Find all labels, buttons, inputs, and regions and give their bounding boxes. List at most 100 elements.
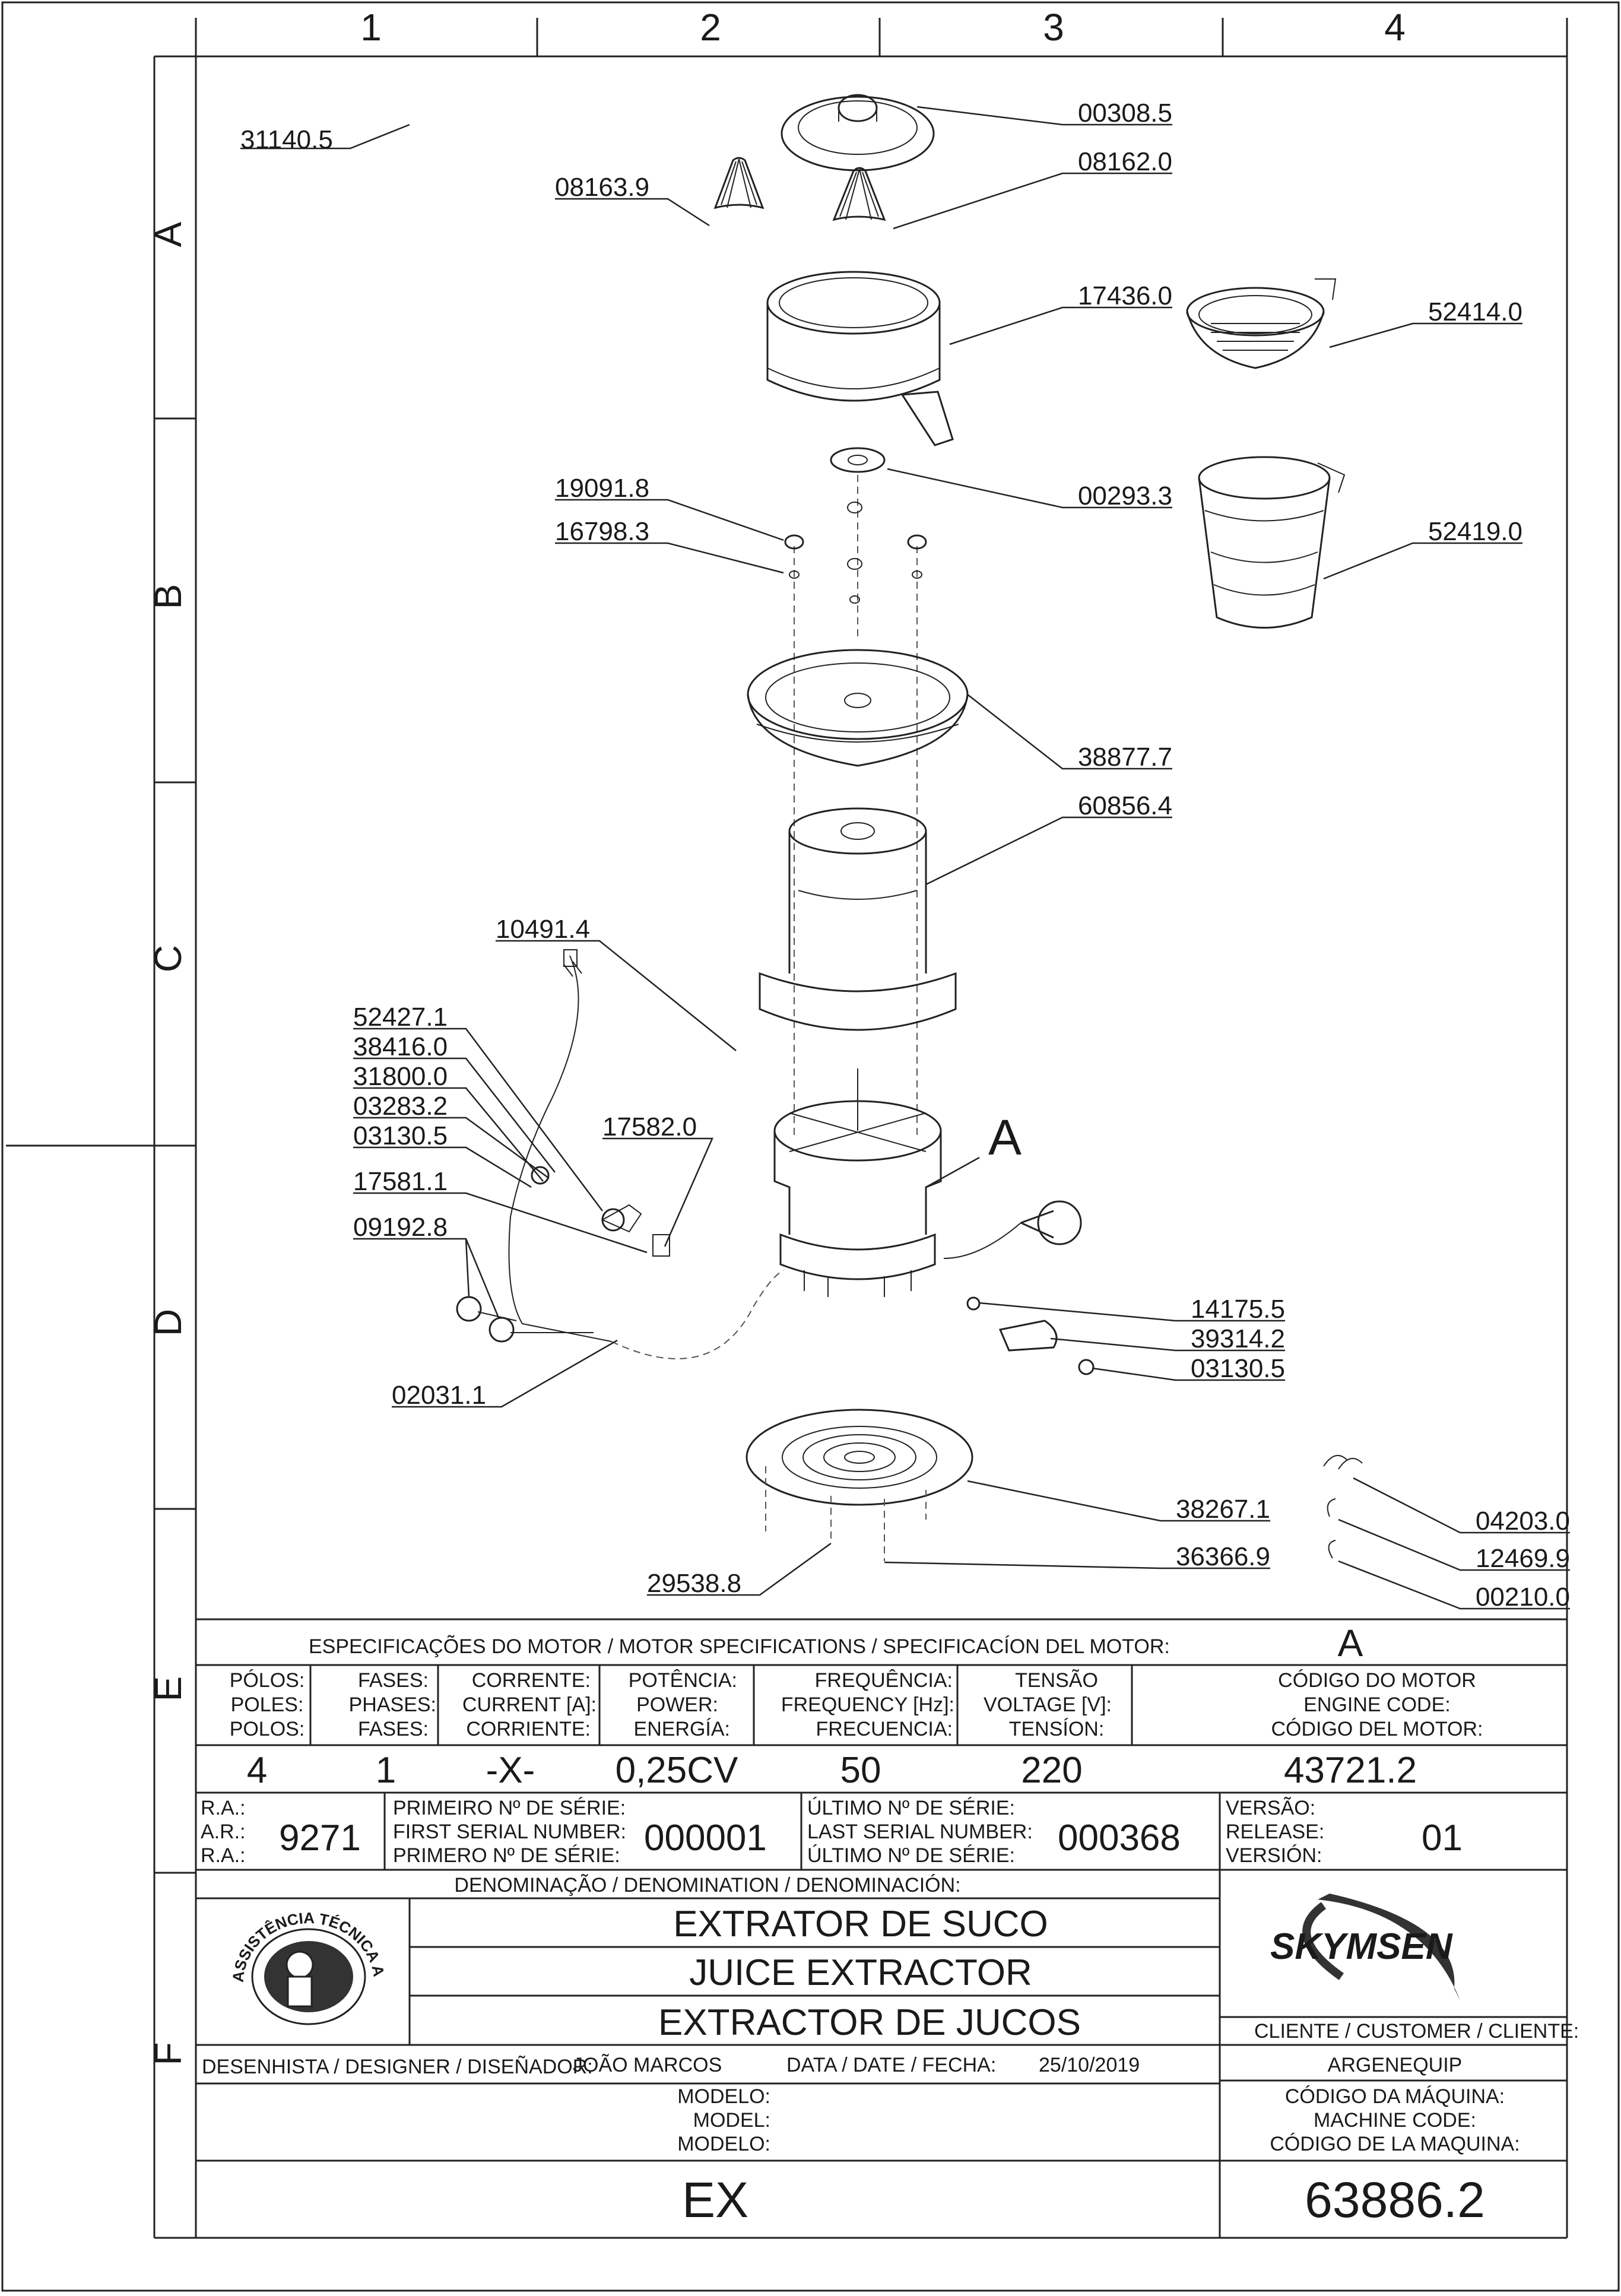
ra-label-1: R.A.: bbox=[201, 1797, 246, 1819]
callout-60856: 60856.4 bbox=[1078, 791, 1172, 820]
callout-29538: 29538.8 bbox=[647, 1569, 741, 1598]
motor-specs-ref: A bbox=[1338, 1622, 1363, 1664]
grid-col-2: 2 bbox=[700, 6, 721, 49]
callout-motor-ref: A bbox=[988, 1109, 1022, 1165]
machine-code-value: 63886.2 bbox=[1305, 2172, 1485, 2228]
callout-31800: 31800.0 bbox=[353, 1062, 448, 1091]
motor-specs-title: ESPECIFICAÇÕES DO MOTOR / MOTOR SPECIFIC… bbox=[309, 1635, 1170, 1658]
basket-part bbox=[1198, 456, 1346, 629]
spec-value-engine-code: 43721.2 bbox=[1284, 1750, 1417, 1791]
callout-17581: 17581.1 bbox=[353, 1167, 448, 1196]
grid-col-4: 4 bbox=[1384, 6, 1406, 49]
callout-52427: 52427.1 bbox=[353, 1003, 448, 1032]
spec-header-current-3: CORRIENTE: bbox=[466, 1718, 591, 1740]
callout-38877: 38877.7 bbox=[1078, 743, 1172, 772]
denomination-label: DENOMINAÇÃO / DENOMINATION / DENOMINACIÓ… bbox=[454, 1874, 960, 1897]
callout-17436: 17436.0 bbox=[1078, 281, 1172, 310]
denomination-es: EXTRACTOR DE JUCOS bbox=[658, 2002, 1081, 2043]
first-serial-label-2: FIRST SERIAL NUMBER: bbox=[393, 1821, 626, 1843]
callout-03130-b: 03130.5 bbox=[1191, 1354, 1285, 1383]
machine-code-label-2: MACHINE CODE: bbox=[1314, 2109, 1476, 2132]
denomination-en: JUICE EXTRACTOR bbox=[689, 1952, 1032, 1993]
spec-value-current: -X- bbox=[486, 1750, 535, 1791]
callout-00308: 00308.5 bbox=[1078, 99, 1172, 128]
grid-row-b: B bbox=[147, 584, 189, 610]
callout-08163: 08163.9 bbox=[555, 173, 649, 202]
callout-31140: 31140.5 bbox=[240, 125, 333, 154]
spring-clips bbox=[1323, 1455, 1363, 1559]
customer-value: ARGENEQUIP bbox=[1328, 2054, 1463, 2076]
callout-00210: 00210.0 bbox=[1476, 1583, 1570, 1612]
spec-header-poles-1: PÓLOS: bbox=[230, 1669, 305, 1692]
last-serial-label-2: LAST SERIAL NUMBER: bbox=[807, 1821, 1033, 1843]
bolt-caps bbox=[784, 502, 927, 604]
motor-part bbox=[773, 1068, 942, 1297]
first-serial-value: 000001 bbox=[644, 1818, 767, 1859]
callout-52414: 52414.0 bbox=[1428, 297, 1522, 326]
authorized-service-seal: ASSISTÊNCIA TÉCNICA AUTORIZADA bbox=[0, 0, 388, 2025]
svg-text:SKYMSEN: SKYMSEN bbox=[1270, 1926, 1453, 1967]
title-block-lines bbox=[196, 1618, 1567, 2239]
callout-16798: 16798.3 bbox=[555, 517, 649, 546]
callout-38267: 38267.1 bbox=[1176, 1495, 1270, 1524]
small-reamer-part bbox=[713, 157, 764, 210]
filter-part bbox=[1186, 278, 1337, 369]
bracket-part bbox=[966, 1296, 1095, 1375]
motor-housing-part bbox=[759, 807, 957, 1031]
model-label-3: MODELO: bbox=[677, 2133, 770, 2155]
spec-header-voltage-1: TENSÃO bbox=[1015, 1669, 1098, 1692]
juice-bowl-part bbox=[766, 271, 954, 446]
spec-value-power: 0,25CV bbox=[616, 1750, 738, 1791]
denomination-pt: EXTRATOR DE SUCO bbox=[673, 1904, 1048, 1945]
spec-header-current-1: CORRENTE: bbox=[472, 1669, 591, 1692]
designer-value: JOÃO MARCOS bbox=[573, 2054, 722, 2076]
spec-value-phases: 1 bbox=[376, 1750, 396, 1791]
svg-text:ASSISTÊNCIA TÉCNICA AUTORIZADA: ASSISTÊNCIA TÉCNICA AUTORIZADA bbox=[0, 0, 388, 1983]
grid-row-f: F bbox=[147, 2042, 189, 2065]
spec-header-current-2: CURRENT [A]: bbox=[462, 1694, 597, 1716]
spec-header-voltage-2: VOLTAGE [V]: bbox=[984, 1694, 1112, 1716]
spec-header-frequency-1: FREQUÊNCIA: bbox=[815, 1669, 953, 1692]
large-reamer-part bbox=[832, 167, 886, 221]
spec-value-frequency: 50 bbox=[840, 1750, 881, 1791]
callout-08162: 08162.0 bbox=[1078, 147, 1172, 176]
callout-03130-a: 03130.5 bbox=[353, 1121, 448, 1150]
base-plate-part bbox=[746, 1409, 973, 1561]
customer-label: CLIENTE / CUSTOMER / CLIENTE: bbox=[1254, 2020, 1579, 2043]
spec-header-frequency-3: FRECUENCIA: bbox=[816, 1718, 953, 1740]
callout-14175: 14175.5 bbox=[1191, 1295, 1285, 1324]
ra-label-2: A.R.: bbox=[201, 1821, 246, 1843]
grid-row-e: E bbox=[147, 1676, 189, 1702]
callout-10491: 10491.4 bbox=[496, 915, 590, 944]
callout-00293: 00293.3 bbox=[1078, 481, 1172, 510]
spec-header-phases-2: PHASES: bbox=[349, 1694, 436, 1716]
model-label-2: MODEL: bbox=[693, 2109, 770, 2132]
spec-header-phases-1: FASES: bbox=[358, 1669, 429, 1692]
callout-36366: 36366.9 bbox=[1176, 1542, 1270, 1571]
spec-header-poles-3: POLOS: bbox=[230, 1718, 305, 1740]
spec-header-engine-code-3: CÓDIGO DEL MOTOR: bbox=[1271, 1718, 1483, 1740]
grid-col-1: 1 bbox=[360, 6, 382, 49]
wiring-harness bbox=[508, 949, 784, 1359]
spec-header-engine-code-2: ENGINE CODE: bbox=[1303, 1694, 1450, 1716]
spec-header-power-2: POWER: bbox=[636, 1694, 718, 1716]
version-label-2: RELEASE: bbox=[1226, 1821, 1324, 1843]
last-serial-value: 000368 bbox=[1058, 1818, 1181, 1859]
spec-header-phases-3: FASES: bbox=[358, 1718, 429, 1740]
ra-label-3: R.A.: bbox=[201, 1844, 246, 1867]
model-label-1: MODELO: bbox=[677, 2085, 770, 2108]
spec-header-voltage-3: TENSÍON: bbox=[1009, 1718, 1105, 1740]
first-serial-label-1: PRIMEIRO Nº DE SÉRIE: bbox=[393, 1797, 626, 1819]
machine-code-label-1: CÓDIGO DA MÁQUINA: bbox=[1285, 2085, 1505, 2108]
callout-12469: 12469.9 bbox=[1476, 1544, 1570, 1573]
spec-value-voltage: 220 bbox=[1021, 1750, 1082, 1791]
machine-code-label-3: CÓDIGO DE LA MAQUINA: bbox=[1270, 2133, 1520, 2155]
last-serial-label-1: ÚLTIMO Nº DE SÉRIE: bbox=[807, 1797, 1015, 1819]
leader-lines bbox=[240, 106, 1570, 1610]
date-label: DATA / DATE / FECHA: bbox=[786, 2054, 996, 2076]
callout-17582: 17582.0 bbox=[602, 1112, 697, 1141]
capacitor-part bbox=[943, 1200, 1082, 1259]
version-value: 01 bbox=[1422, 1818, 1463, 1859]
version-label-1: VERSÃO: bbox=[1226, 1797, 1315, 1819]
